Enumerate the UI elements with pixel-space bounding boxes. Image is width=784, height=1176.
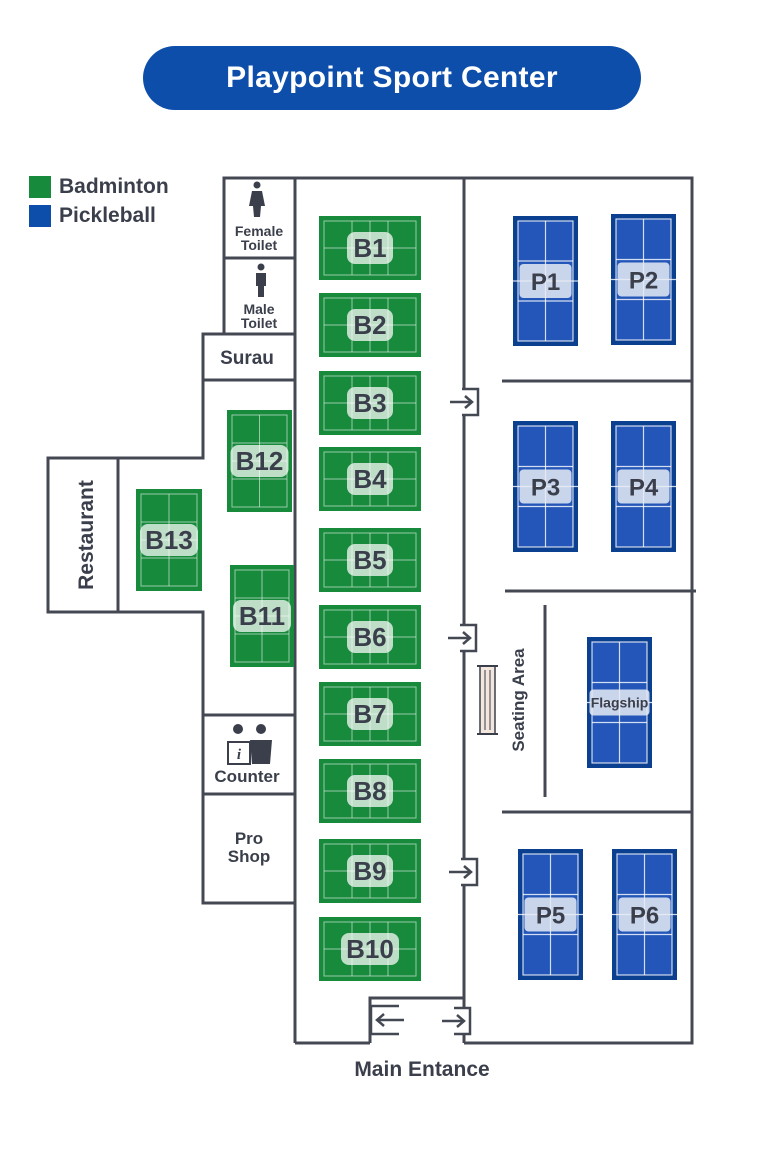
court-label-bg (347, 463, 393, 495)
male-person-icon (256, 263, 266, 297)
court-label: B13 (145, 525, 193, 555)
court-label-bg (347, 387, 393, 419)
court-label: B2 (353, 310, 386, 340)
doors (369, 387, 480, 1036)
court-label-bg (347, 621, 393, 653)
pro-shop-label-2: Shop (228, 847, 271, 866)
pickleball-court-flagship: Flagship (587, 637, 652, 768)
court-label-bg (589, 689, 650, 716)
court-label: B7 (353, 699, 386, 729)
court-label-bg (617, 262, 670, 297)
legend-item-pickleball: Pickleball (29, 201, 169, 230)
female-toilet-label-1: Female (235, 223, 283, 239)
court-label: B12 (236, 446, 284, 476)
door-arrow-icon (449, 857, 479, 887)
door-arrow-icon (448, 623, 478, 653)
court-label: B10 (346, 934, 394, 964)
court-label-bg (519, 469, 572, 504)
court-label: Flagship (591, 695, 649, 711)
court-label: B11 (239, 601, 285, 631)
door-arrow-icon (369, 1004, 404, 1036)
seating-area-label: Seating Area (509, 648, 528, 752)
legend-label: Pickleball (59, 203, 156, 227)
female-toilet-label-2: Toilet (241, 237, 278, 253)
legend-label: Badminton (59, 174, 169, 198)
info-counter-icon: i (227, 724, 272, 765)
court-label-bg (617, 469, 670, 504)
svg-text:i: i (237, 747, 242, 763)
court-label: P3 (531, 475, 560, 502)
court-label: P2 (629, 268, 658, 295)
court-label-bg (140, 524, 198, 556)
counter: i Counter (214, 724, 280, 786)
court-label-bg (230, 445, 289, 477)
restaurant-label: Restaurant (75, 480, 98, 590)
court-label-bg (618, 897, 671, 932)
pickleball-court-p3: P3 (513, 421, 578, 552)
court-label: B3 (353, 388, 386, 418)
court-label: B9 (353, 856, 386, 886)
court-label-bg (233, 600, 291, 632)
female-person-icon (249, 181, 265, 217)
court-label-bg (524, 897, 577, 932)
court-label: P4 (629, 475, 659, 502)
court-label: P1 (531, 269, 560, 296)
badminton-court-b6: B6 (319, 605, 421, 669)
badminton-court-b3: B3 (319, 371, 421, 435)
court-label-bg (347, 775, 393, 807)
page-title: Playpoint Sport Center (143, 46, 641, 110)
seating-bench (477, 665, 498, 735)
badminton-court-b5: B5 (319, 528, 421, 592)
legend: Badminton Pickleball (29, 172, 169, 230)
court-label: B1 (353, 233, 386, 263)
pickleball-swatch (29, 204, 51, 227)
badminton-court-b7: B7 (319, 682, 421, 746)
badminton-swatch (29, 175, 51, 198)
court-label: P5 (536, 903, 565, 930)
legend-item-badminton: Badminton (29, 172, 169, 201)
female-toilet: Female Toilet (235, 181, 283, 253)
court-label: B4 (353, 464, 387, 494)
court-label: B5 (353, 545, 386, 575)
badminton-court-b13: B13 (136, 489, 202, 591)
badminton-court-b12: B12 (227, 410, 292, 512)
pro-shop-label-1: Pro (235, 829, 263, 848)
court-label-bg (347, 855, 393, 887)
male-toilet: Male Toilet (241, 263, 278, 331)
main-entrance-label: Main Entance (354, 1058, 490, 1081)
counter-label: Counter (214, 767, 280, 786)
court-label-bg (347, 309, 393, 341)
badminton-court-b11: B11 (230, 565, 294, 667)
badminton-court-b4: B4 (319, 447, 421, 511)
door-arrow-icon (450, 387, 480, 417)
pickleball-court-p5: P5 (518, 849, 583, 980)
male-toilet-label-1: Male (243, 301, 274, 317)
pickleball-court-p1: P1 (513, 216, 578, 346)
court-label: P6 (630, 903, 659, 930)
badminton-court-b1: B1 (319, 216, 421, 280)
pickleball-court-p2: P2 (611, 214, 676, 345)
court-label-bg (347, 544, 393, 576)
door-arrow-icon (442, 1006, 472, 1036)
badminton-court-b8: B8 (319, 759, 421, 823)
court-label: B6 (353, 622, 386, 652)
pickleball-court-p6: P6 (612, 849, 677, 980)
court-label-bg (347, 698, 393, 730)
court-label: B8 (353, 776, 386, 806)
pickleball-court-p4: P4 (611, 421, 676, 552)
badminton-court-b9: B9 (319, 839, 421, 903)
court-label-bg (341, 933, 399, 965)
badminton-court-b10: B10 (319, 917, 421, 981)
male-toilet-label-2: Toilet (241, 315, 278, 331)
court-label-bg (519, 264, 572, 298)
court-label-bg (347, 232, 393, 264)
surau-label: Surau (220, 348, 274, 369)
badminton-court-b2: B2 (319, 293, 421, 357)
